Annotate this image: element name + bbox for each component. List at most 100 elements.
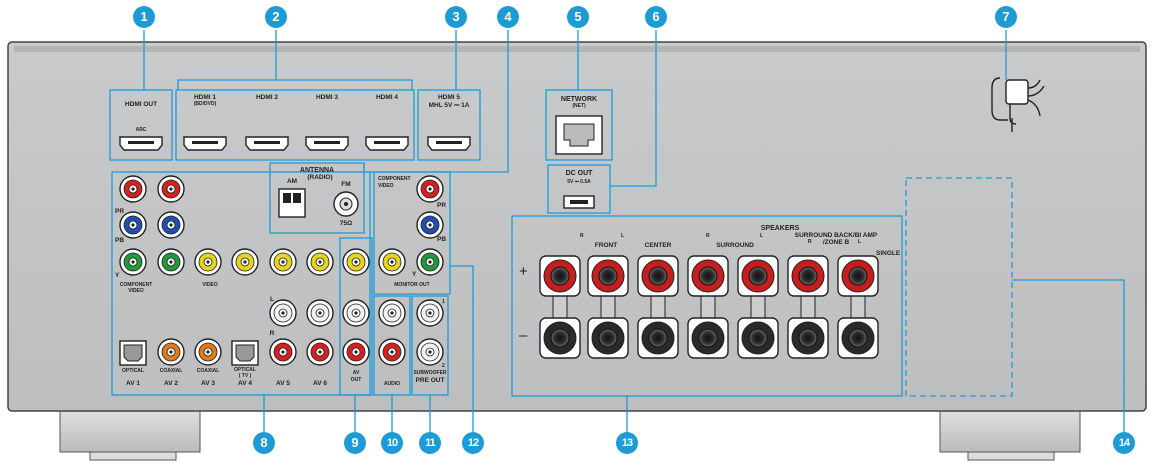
network-label: NETWORK bbox=[560, 96, 598, 103]
hdmi-out-box bbox=[109, 89, 173, 161]
callout-3: 3 bbox=[445, 6, 467, 28]
antenna-terminals bbox=[278, 188, 359, 218]
speaker-terminal-pair bbox=[737, 255, 779, 359]
rca-jack-green bbox=[157, 248, 185, 276]
fm-label: FM bbox=[341, 181, 351, 188]
preout-label: PRE OUT bbox=[415, 377, 445, 384]
avout-label-2: OUT bbox=[350, 377, 362, 383]
antenna-label: ANTENNA bbox=[299, 167, 335, 174]
spk-surround-label: SURROUND bbox=[716, 242, 754, 249]
usb-port-slot bbox=[570, 200, 588, 204]
comp-pb-label: PB bbox=[115, 237, 125, 244]
speaker-terminal-pair bbox=[837, 255, 879, 359]
rca-jack-orange bbox=[194, 338, 222, 366]
spk-front-label: FRONT bbox=[594, 242, 618, 249]
sub-2-label: 2 bbox=[442, 363, 445, 369]
dcout-sub-label: 5V ⎓ 0.5A bbox=[567, 179, 591, 185]
spk-sb-r: R bbox=[808, 239, 812, 245]
hdmi-5-label: HDMI 5 bbox=[437, 94, 461, 101]
avout-label-1: AV bbox=[352, 370, 360, 376]
callout-5: 5 bbox=[567, 6, 589, 28]
rca-jack-red bbox=[378, 338, 406, 366]
optical-label: OPTICAL bbox=[122, 368, 144, 374]
comp-label-1: COMPONENT bbox=[119, 282, 153, 288]
av3-label: AV 3 bbox=[201, 380, 215, 387]
callout-2: 2 bbox=[265, 6, 287, 28]
optical-tv-label-2: ( TV ) bbox=[238, 373, 252, 379]
rca-jacks bbox=[119, 175, 444, 366]
speaker-terminal-pair bbox=[787, 255, 829, 359]
dcout-label: DC OUT bbox=[565, 170, 593, 177]
rca-jack-orange bbox=[157, 338, 185, 366]
spk-sb-label-2: /ZONE B bbox=[822, 239, 850, 246]
audio-label: AUDIO bbox=[383, 381, 401, 387]
optical-ports bbox=[119, 340, 259, 366]
callout-9: 9 bbox=[344, 432, 366, 454]
spk-front-r: R bbox=[580, 233, 584, 239]
rca-jack-red bbox=[416, 175, 444, 203]
callout-10: 10 bbox=[381, 432, 403, 454]
speaker-terminal-pair bbox=[687, 255, 729, 359]
speaker-terminal-pair bbox=[539, 255, 581, 359]
power-cord bbox=[991, 77, 1045, 132]
rca-jack-white bbox=[416, 338, 444, 366]
rca-jack-yellow bbox=[269, 248, 297, 276]
speaker-terminal-pair bbox=[637, 255, 679, 359]
rca-jack-white bbox=[269, 299, 297, 327]
spk-center-label: CENTER bbox=[644, 242, 672, 249]
rca-jack-yellow bbox=[231, 248, 259, 276]
comp-y-label: Y bbox=[115, 272, 120, 279]
callout-7: 7 bbox=[995, 6, 1017, 28]
spk-plus-label: + bbox=[519, 263, 528, 280]
callout-6: 6 bbox=[645, 6, 667, 28]
spk-sb-label-1: SURROUND BACK/BI AMP bbox=[794, 232, 878, 239]
rca-jack-red bbox=[269, 338, 297, 366]
rca-jack-red bbox=[119, 175, 147, 203]
network-port bbox=[555, 115, 603, 155]
hdmi-arc-label: ARC bbox=[135, 127, 147, 133]
av1-label: AV 1 bbox=[126, 380, 140, 387]
comp-pr-label: PR bbox=[115, 208, 125, 215]
am-label: AM bbox=[286, 178, 298, 185]
rca-jack-blue bbox=[157, 211, 185, 239]
spk-front-l: L bbox=[621, 233, 625, 239]
callout-8: 8 bbox=[253, 432, 275, 454]
spk-single-label: SINGLE bbox=[876, 250, 901, 257]
rca-jack-yellow bbox=[378, 248, 406, 276]
callout-14: 14 bbox=[1113, 432, 1135, 454]
hdmi5-box bbox=[417, 89, 481, 161]
hdmi-out-label: HDMI OUT bbox=[124, 101, 158, 108]
hdmi-in-box bbox=[175, 89, 415, 161]
rca-jack-white bbox=[306, 299, 334, 327]
monitor-comp-label-1: COMPONENT bbox=[378, 176, 411, 182]
callout-1: 1 bbox=[133, 6, 155, 28]
ohm-label: 75Ω bbox=[339, 220, 353, 227]
monitor-out-label: MONITOR OUT bbox=[394, 282, 430, 288]
monitor-pb-label: PB bbox=[437, 236, 447, 243]
comp-label-2: VIDEO bbox=[128, 288, 144, 294]
spk-sb-l: L bbox=[858, 239, 862, 245]
hdmi-mhl-label: MHL 5V ⎓ 1A bbox=[428, 102, 470, 109]
wireless-area-box bbox=[905, 177, 1013, 397]
spk-surround-l: L bbox=[760, 233, 764, 239]
speakers-label: SPEAKERS bbox=[760, 225, 800, 232]
speakers-box bbox=[511, 215, 903, 397]
speaker-terminal-pair bbox=[587, 255, 629, 359]
network-sub-label: (NET) bbox=[572, 103, 586, 109]
leader-lines bbox=[143, 30, 1125, 432]
rca-jack-green bbox=[416, 248, 444, 276]
spk-minus-label: – bbox=[519, 327, 528, 344]
callout-4: 4 bbox=[497, 6, 519, 28]
antenna-box bbox=[269, 162, 365, 234]
av2-label: AV 2 bbox=[164, 380, 178, 387]
dcout-box bbox=[547, 164, 611, 214]
rca-jack-white bbox=[342, 299, 370, 327]
callout-12: 12 bbox=[462, 432, 484, 454]
rca-jack-white bbox=[378, 299, 406, 327]
optical-tv-label-1: OPTICAL bbox=[234, 367, 256, 373]
subwoofer-label: SUBWOOFER bbox=[413, 370, 447, 376]
video-label: VIDEO bbox=[202, 282, 218, 288]
r-marker: R bbox=[269, 330, 275, 337]
monitor-pr-label: PR bbox=[437, 202, 447, 209]
